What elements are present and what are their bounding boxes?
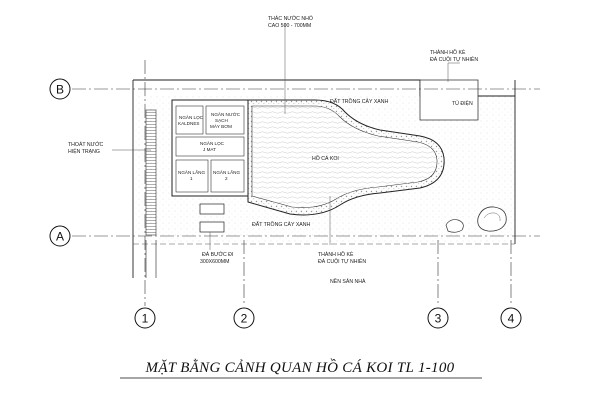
rock-small [445, 219, 464, 233]
pond-wall-top-label-line1: THÀNH HỒ KÈ [430, 49, 466, 56]
planting-top-label: ĐẤT TRỒNG CÂY XANH [330, 98, 388, 105]
pond-wall-bottom-label-line1: THÀNH HỒ KÈ [318, 251, 354, 258]
waterfall-label-line1: THÁC NƯỚC NHỎ [268, 15, 313, 22]
clean-water-pump-chamber [205, 105, 245, 135]
stepping-stone-label-line2: 300X600MM [200, 259, 229, 265]
grid-bubble-a [49, 225, 71, 247]
waterfall-label-line2: CAO 500 - 700MM [268, 23, 311, 29]
pond-wall-top-label-line2: ĐÁ CUỘI TỰ NHIÊN [430, 55, 478, 63]
koi-pond [252, 106, 438, 208]
clean-water-label-line2: SẠCH [215, 118, 228, 123]
settle1-label-line1: NGĂN LẮNG [178, 168, 205, 175]
grid-label-b: B [56, 83, 64, 97]
grid-bubble-1 [134, 307, 156, 329]
jmat-label-line2: J MAT [203, 147, 216, 152]
stepping-stone-1 [199, 203, 225, 215]
electric-box-label: TỦ ĐIỆN [452, 99, 473, 107]
clean-water-label-line1: NGĂN NƯỚC [211, 111, 241, 117]
electric-box [419, 79, 479, 121]
grid-label-3: 3 [435, 312, 442, 326]
koi-pond-label: HỒ CÁ KOI [312, 155, 339, 162]
grid-bubble-4 [500, 307, 522, 329]
drawing-title: MẶT BẰNG CẢNH QUAN HỒ CÁ KOI TL 1-100 [145, 358, 455, 376]
kaldnes-label-line2: KALDNES [178, 121, 199, 126]
rock-large-contour [483, 212, 501, 222]
kaldnes-filter-chamber [175, 105, 204, 135]
pond-wall-bottom-label-line2: ĐÁ CUỘI TỰ NHIÊN [318, 257, 366, 265]
kaldnes-label-line1: NGĂN LỌC [179, 114, 204, 120]
grid-label-1: 1 [142, 312, 149, 326]
grid-bubble-2 [233, 307, 255, 329]
drain-label-line1: THOÁT NƯỚC [68, 141, 104, 148]
settle2-label-line2: 2 [225, 176, 228, 181]
rock-large [477, 206, 507, 232]
grid-label-2: 2 [241, 312, 248, 326]
grid-label-4: 4 [508, 312, 515, 326]
jmat-filter-chamber [175, 136, 245, 157]
clean-water-label-line3: MÁY BƠM [210, 123, 232, 129]
settle1-label-line2: 1 [190, 176, 193, 181]
grid-bubble-b [49, 78, 71, 100]
stepping-stone-2 [199, 221, 225, 233]
leader-pond-wall-top [447, 62, 460, 82]
stepping-stone-label-line1: ĐÁ BƯỚC ĐI [202, 251, 233, 258]
floor-label: NỀN SÂN NHÀ [330, 278, 366, 285]
grid-label-a: A [56, 230, 64, 244]
existing-drain [145, 109, 157, 236]
planting-bottom-label: ĐẤT TRỒNG CÂY XANH [252, 221, 310, 228]
settling-chamber-2 [210, 159, 245, 193]
drain-label-line2: HIỆN TRẠNG [68, 147, 100, 155]
settling-chamber-1 [175, 159, 209, 193]
settle2-label-line1: NGĂN LẮNG [213, 168, 240, 175]
grid-bubble-3 [427, 307, 449, 329]
jmat-label-line1: NGĂN LỌC [200, 140, 225, 146]
